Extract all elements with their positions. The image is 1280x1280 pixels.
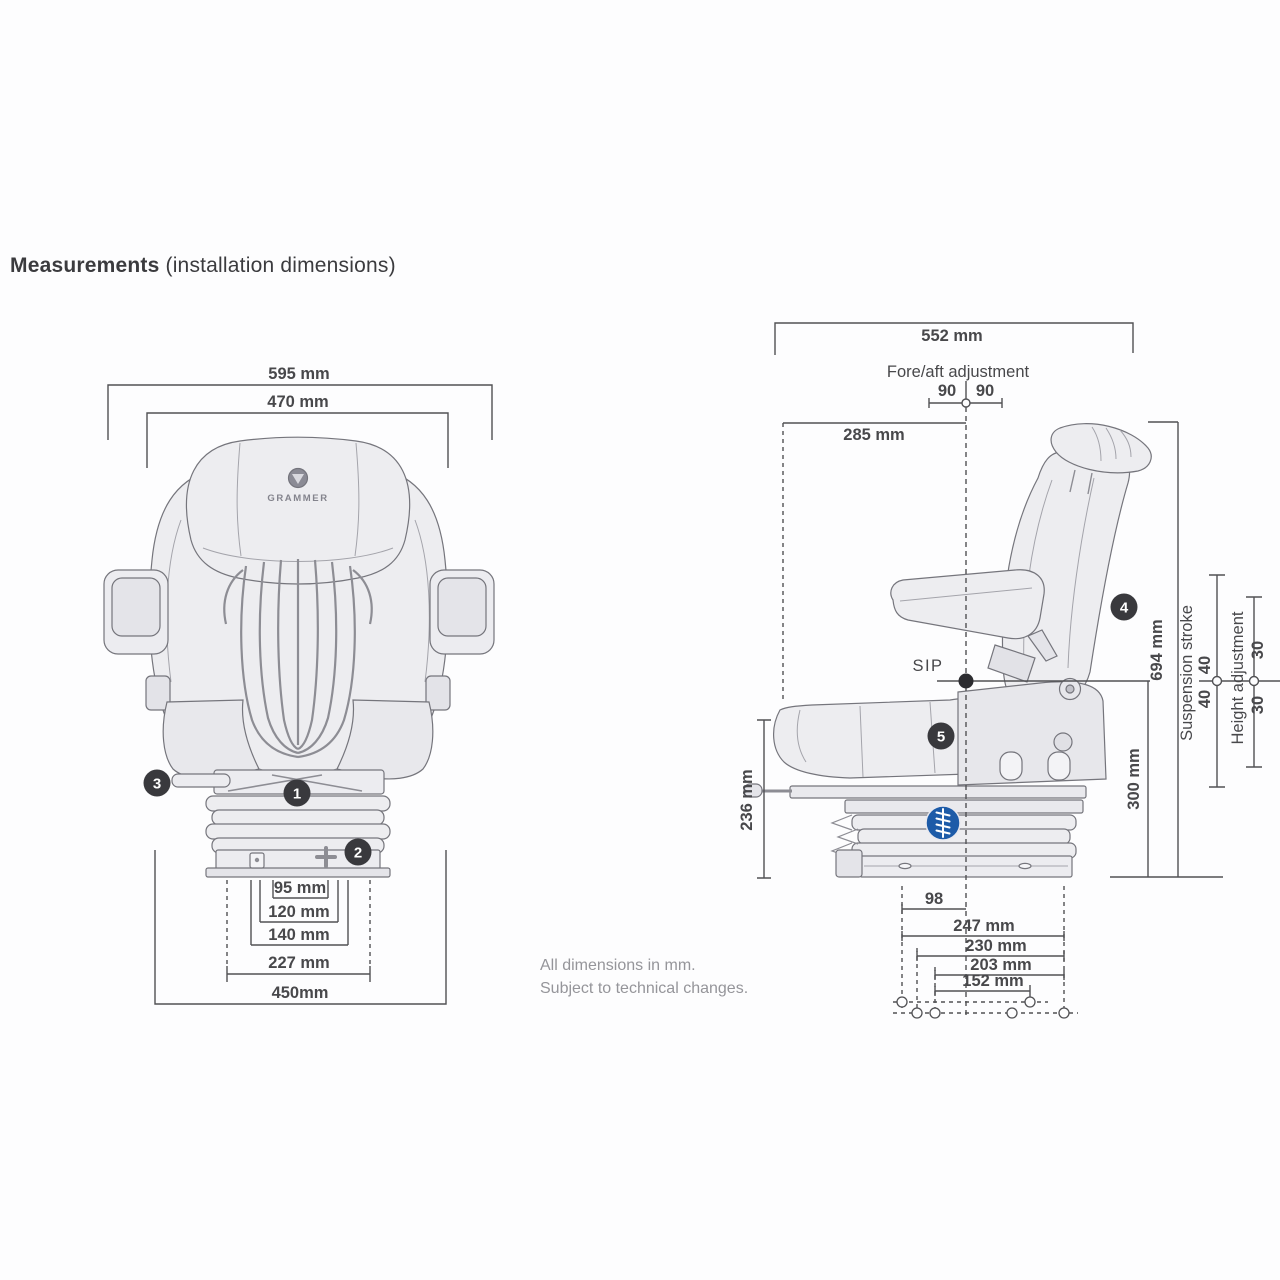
sip-label: SIP	[912, 657, 943, 675]
front-base95-label: 95 mm	[274, 879, 326, 897]
side-bellows	[830, 814, 1077, 859]
front-base140-label: 140 mm	[268, 926, 329, 944]
callout-2: 2	[344, 838, 372, 866]
suspension-spring-icon	[925, 805, 961, 841]
suspension-center-mark	[1211, 675, 1223, 687]
mount-hole	[911, 1007, 923, 1019]
dim-line-694	[1148, 421, 1179, 877]
side-view: 552 mm Fore/aft adjustment 90 90 285 mm …	[738, 322, 1280, 1019]
front-width-inner-label: 470 mm	[267, 393, 328, 411]
svg-text:4: 4	[1120, 600, 1129, 617]
callout-5: 5	[927, 722, 955, 750]
mount-hole	[1024, 996, 1036, 1008]
page-title-bold: Measurements	[10, 254, 160, 277]
front-dimensions	[107, 384, 493, 1005]
foreaft-center-mark	[961, 398, 971, 408]
callout-3: 3	[143, 769, 171, 797]
mount-hole	[929, 1007, 941, 1019]
dim-285-label: 285 mm	[843, 426, 904, 444]
dim-line-120	[259, 880, 339, 923]
dim-line-470	[146, 412, 449, 468]
heightadj-upper-value: 30	[1249, 641, 1267, 659]
dim-203-label: 203 mm	[970, 956, 1031, 974]
front-seat-illustration	[103, 436, 495, 878]
heightadj-label: Height adjustment	[1229, 611, 1247, 744]
dim-line-552	[774, 322, 1134, 355]
heightadj-lower-value: 30	[1249, 696, 1267, 714]
svg-text:3: 3	[153, 776, 161, 793]
side-seat-illustration	[743, 423, 1152, 878]
footnote-line1: All dimensions in mm.	[540, 957, 696, 974]
foreaft-label: Fore/aft adjustment	[887, 363, 1030, 381]
front-armrest-right	[429, 569, 495, 655]
foreaft-right-value: 90	[976, 382, 994, 400]
heightadj-center-mark	[1248, 675, 1260, 687]
mount-hole	[1058, 1007, 1070, 1019]
dim-line-140	[250, 880, 349, 946]
sip-marker	[958, 673, 974, 689]
dim-line-236	[757, 719, 771, 879]
dim-line-227	[226, 966, 371, 982]
front-width-outer-label: 595 mm	[268, 365, 329, 383]
dim-694-label: 694 mm	[1148, 619, 1166, 680]
svg-text:5: 5	[937, 729, 945, 746]
dim-line-95	[272, 880, 329, 899]
page-title: Measurements (installation dimensions)	[10, 254, 396, 278]
dim-98-label: 98	[925, 890, 943, 908]
svg-text:2: 2	[354, 845, 362, 862]
side-depth-label: 552 mm	[921, 327, 982, 345]
dim-247-label: 247 mm	[953, 917, 1014, 935]
callout-4: 4	[1110, 593, 1138, 621]
grammer-logo	[287, 467, 309, 489]
dim-236-label: 236 mm	[738, 769, 756, 830]
dim-line-595	[107, 384, 493, 440]
dim-300-label: 300 mm	[1125, 748, 1143, 809]
dim-230-label: 230 mm	[965, 937, 1026, 955]
svg-text:1: 1	[293, 786, 301, 803]
suspension-upper-value: 40	[1196, 656, 1214, 674]
dim-152-label: 152 mm	[962, 972, 1023, 990]
footnote-line2: Subject to technical changes.	[540, 980, 748, 997]
front-base120-label: 120 mm	[268, 903, 329, 921]
front-base450-label: 450mm	[272, 984, 329, 1002]
front-view: 595 mm 470 mm 95 mm 120 mm 140 mm 227 mm…	[103, 365, 495, 1005]
side-armrest	[890, 569, 1058, 662]
front-brand-label: GRAMMER	[267, 493, 328, 504]
callout-1: 1	[283, 779, 311, 807]
page-title-rest: (installation dimensions)	[159, 254, 396, 277]
front-base227-label: 227 mm	[268, 954, 329, 972]
suspension-label: Suspension stroke	[1178, 605, 1196, 741]
foreaft-left-value: 90	[938, 382, 956, 400]
suspension-lower-value: 40	[1196, 690, 1214, 708]
dim-line-450	[154, 850, 447, 1005]
front-armrest-left	[103, 569, 169, 655]
mount-hole	[896, 996, 908, 1008]
side-dimensions	[757, 322, 1280, 1019]
mount-hole	[1006, 1007, 1018, 1019]
